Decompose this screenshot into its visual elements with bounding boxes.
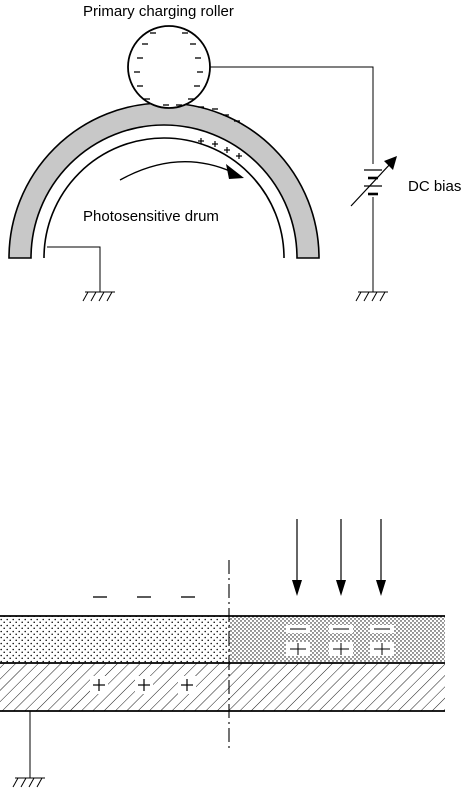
- dc-bias-label: DC bias: [408, 178, 461, 195]
- drum-inner-line: [44, 138, 284, 258]
- ground-icon: [356, 292, 388, 301]
- rotation-arrow-icon: [120, 162, 232, 180]
- drum-coating: [9, 103, 319, 258]
- roller-label: Primary charging roller: [83, 3, 234, 20]
- variable-battery-icon: [351, 156, 397, 206]
- drum-label: Photosensitive drum: [83, 208, 219, 225]
- roller-bias-wire: [210, 67, 373, 164]
- drum-ground-wire: [47, 247, 100, 292]
- ground-icon: [13, 778, 45, 787]
- exposure-arrows: [292, 519, 386, 596]
- conductive-substrate: [0, 663, 445, 711]
- charging-roller: [128, 26, 210, 108]
- substrate-positive-charges: [90, 676, 196, 694]
- ground-icon: [83, 292, 115, 301]
